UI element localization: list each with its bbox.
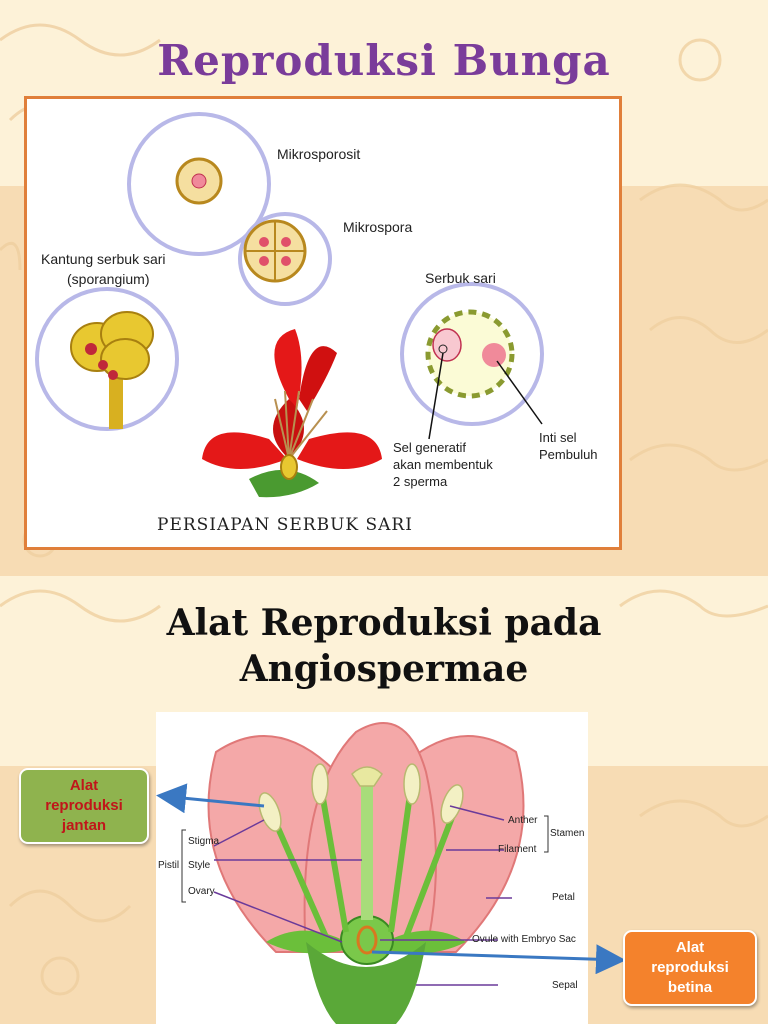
label-serbuk-sari: Serbuk sari [425, 270, 496, 286]
label-sepal: Sepal [552, 980, 578, 991]
label-kantung-serbuk-sari: Kantung serbuk sari [41, 251, 166, 267]
slide-title: Alat Reproduksi pada Angiospermae [0, 600, 768, 692]
label-inti-sel-1: Inti sel [539, 430, 577, 445]
label-pistil: Pistil [158, 860, 180, 871]
pollen-diagram [35, 112, 544, 498]
label-stamen: Stamen [550, 828, 585, 839]
label-sel-generatif-1: Sel generatif [393, 440, 466, 455]
title-line-2: Angiospermae [239, 648, 529, 690]
title-line-1: Alat Reproduksi pada [166, 602, 602, 644]
label-petal: Petal [552, 892, 575, 903]
arrow-betina [371, 944, 626, 975]
slide-title: Reproduksi Bunga [157, 36, 611, 85]
callout-line: reproduksi [45, 797, 123, 814]
label-sel-generatif-3: 2 sperma [393, 474, 448, 489]
flower-anatomy-frame: Stigma Style Ovary Pistil Anther Filamen… [156, 712, 588, 1024]
label-style: Style [188, 860, 211, 871]
diagram-caption: PERSIAPAN SERBUK SARI [157, 515, 413, 535]
mikrosporosit-illustration [127, 112, 271, 256]
callout-alat-reproduksi-jantan: Alat reproduksi jantan [19, 768, 149, 844]
label-mikrospora: Mikrospora [343, 219, 413, 235]
callout-alat-reproduksi-betina: Alat reproduksi betina [623, 930, 757, 1006]
mikrospora-illustration [238, 212, 332, 306]
label-ovary: Ovary [188, 886, 215, 897]
arrow-jantan [156, 783, 265, 814]
callout-line: jantan [61, 817, 107, 834]
label-mikrosporosit: Mikrosporosit [277, 146, 361, 162]
callout-line: betina [667, 979, 713, 996]
flower-anatomy-diagram [181, 722, 549, 1024]
pollen-diagram-frame: Mikrosporosit Mikrospora Kantung serbuk … [24, 96, 622, 550]
callout-line: Alat [675, 939, 705, 956]
label-sporangium: (sporangium) [67, 271, 150, 287]
sporangium-illustration [35, 287, 179, 431]
red-flower-illustration [202, 329, 382, 498]
label-inti-sel-2: Pembuluh [539, 447, 598, 462]
callout-line: Alat [69, 777, 99, 794]
callout-line: reproduksi [651, 959, 729, 976]
label-sel-generatif-2: akan membentuk [393, 457, 493, 472]
serbuk-sari-illustration [400, 282, 544, 440]
label-stigma: Stigma [188, 836, 220, 847]
label-filament: Filament [498, 844, 537, 855]
label-ovule: Ovule with Embryo Sac [472, 934, 576, 945]
label-anther: Anther [508, 815, 538, 826]
decorative-swirls [0, 589, 768, 996]
